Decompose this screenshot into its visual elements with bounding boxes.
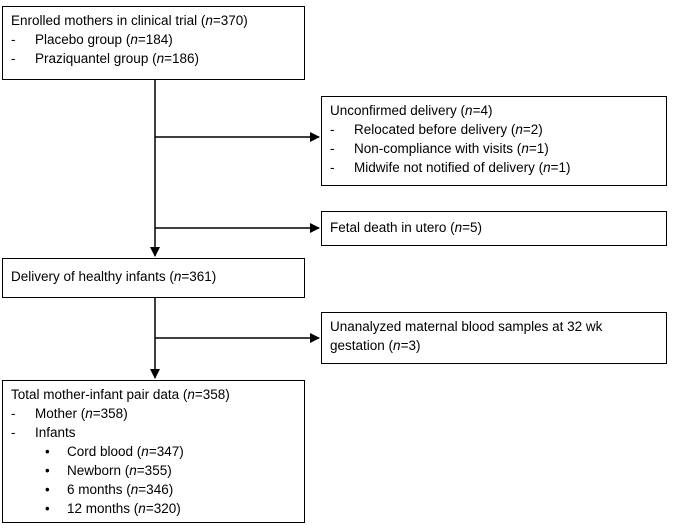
unanalyzed-line1: Unanalyzed maternal blood samples at 32 … (330, 319, 603, 334)
enrolled-item-placebo: -Placebo group (n=184) (11, 32, 173, 47)
fetal-death-text: Fetal death in utero (n=5) (330, 220, 482, 235)
enrolled-box: Enrolled mothers in clinical trial (n=37… (2, 6, 305, 80)
infant-item-12-months: •12 months (n=320) (45, 501, 181, 516)
total-title: Total mother-infant pair data (n=358) (11, 387, 230, 402)
unconfirmed-item-midwife: -Midwife not notified of delivery (n=1) (330, 160, 571, 175)
total-item-infants: -Infants (11, 425, 76, 440)
fetal-death-box: Fetal death in utero (n=5) (321, 211, 667, 246)
enrolled-title: Enrolled mothers in clinical trial (n=37… (11, 13, 248, 28)
unanalyzed-line2: gestation (n=3) (330, 338, 421, 353)
unconfirmed-title: Unconfirmed delivery (n=4) (330, 103, 493, 118)
enrolled-item-praziquantel: -Praziquantel group (n=186) (11, 51, 199, 66)
unconfirmed-item-relocated: -Relocated before delivery (n=2) (330, 122, 543, 137)
unanalyzed-box: Unanalyzed maternal blood samples at 32 … (321, 312, 667, 364)
delivery-box: Delivery of healthy infants (n=361) (2, 258, 305, 298)
delivery-text: Delivery of healthy infants (n=361) (11, 269, 217, 284)
infant-item-newborn: •Newborn (n=355) (45, 463, 172, 478)
unconfirmed-box: Unconfirmed delivery (n=4) -Relocated be… (321, 96, 667, 186)
total-box: Total mother-infant pair data (n=358) -M… (2, 380, 305, 523)
total-item-mother: -Mother (n=358) (11, 406, 128, 421)
infant-item-6-months: •6 months (n=346) (45, 482, 174, 497)
unconfirmed-item-noncompliance: -Non-compliance with visits (n=1) (330, 141, 549, 156)
infant-item-cord-blood: •Cord blood (n=347) (45, 444, 184, 459)
